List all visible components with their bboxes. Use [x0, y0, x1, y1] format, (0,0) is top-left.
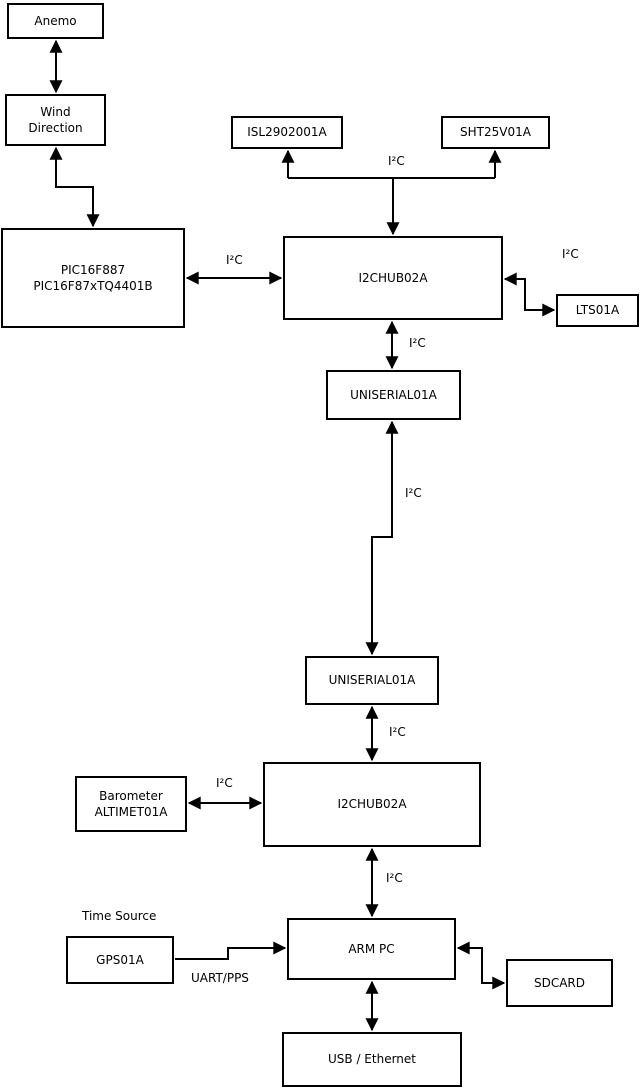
connector-uniserial1-uniserial2 [365, 420, 399, 656]
gps01a-box: GPS01A [66, 936, 174, 984]
i2c-label-barometer-hub2: I²C [216, 776, 233, 790]
uniserial-2-box: UNISERIAL01A [305, 656, 439, 705]
i2chub-1-box: I2CHUB02A [283, 236, 503, 320]
barometer-box: Barometer ALTIMET01A [75, 776, 187, 832]
uniserial-1-box: UNISERIAL01A [326, 370, 461, 420]
i2c-label-uniserial2-hub2: I²C [389, 725, 406, 739]
i2chub-1-label: I2CHUB02A [358, 270, 428, 285]
connector-gps-armpc [175, 941, 287, 960]
i2chub-2-box: I2CHUB02A [263, 762, 481, 847]
i2c-label-long-link: I²C [405, 486, 422, 500]
gps01a-label: GPS01A [96, 952, 144, 967]
usb-ethernet-box: USB / Ethernet [282, 1032, 462, 1087]
lts01a-box: LTS01A [556, 294, 639, 327]
time-source-label: Time Source [82, 909, 157, 923]
i2c-label-top-bus: I²C [388, 154, 405, 168]
pic-microcontroller-box: PIC16F887 PIC16F87xTQ4401B [1, 228, 185, 328]
uart-pps-label: UART/PPS [191, 971, 249, 985]
sht25v01a-box: SHT25V01A [441, 116, 550, 149]
lts01a-label: LTS01A [575, 303, 620, 318]
anemo-label: Anemo [34, 13, 77, 28]
arm-pc-box: ARM PC [287, 918, 456, 980]
connector-hub1-lts [503, 272, 556, 317]
connector-armpc-sdcard [456, 941, 506, 990]
wind-direction-label-line1: Wind [40, 104, 71, 119]
connector-wind-pic [49, 146, 100, 228]
i2c-label-hub1-lts: I²C [562, 247, 579, 261]
sdcard-box: SDCARD [506, 959, 613, 1007]
isl2902001a-box: ISL2902001A [231, 116, 343, 149]
barometer-label-line2: ALTIMET01A [94, 805, 168, 819]
wind-direction-box: Wind Direction [5, 94, 106, 146]
wind-direction-label-line2: Direction [28, 121, 83, 135]
pic-label-line2: PIC16F87xTQ4401B [33, 279, 153, 293]
isl2902001a-label: ISL2902001A [247, 125, 327, 140]
sdcard-label: SDCARD [533, 975, 586, 990]
uniserial-1-label: UNISERIAL01A [350, 387, 437, 402]
pic-label-line1: PIC16F887 [60, 262, 126, 277]
anemo-box: Anemo [7, 3, 104, 39]
barometer-label-line1: Barometer [99, 788, 163, 803]
i2c-label-pic-hub1: I²C [226, 253, 243, 267]
sht25v01a-label: SHT25V01A [460, 125, 531, 140]
i2c-label-hub1-uniserial1: I²C [409, 336, 426, 350]
usb-ethernet-label: USB / Ethernet [328, 1052, 416, 1067]
uniserial-2-label: UNISERIAL01A [328, 673, 416, 688]
i2chub-2-label: I2CHUB02A [337, 797, 407, 812]
i2c-label-hub2-armpc: I²C [386, 871, 403, 885]
arm-pc-label: ARM PC [348, 941, 395, 956]
